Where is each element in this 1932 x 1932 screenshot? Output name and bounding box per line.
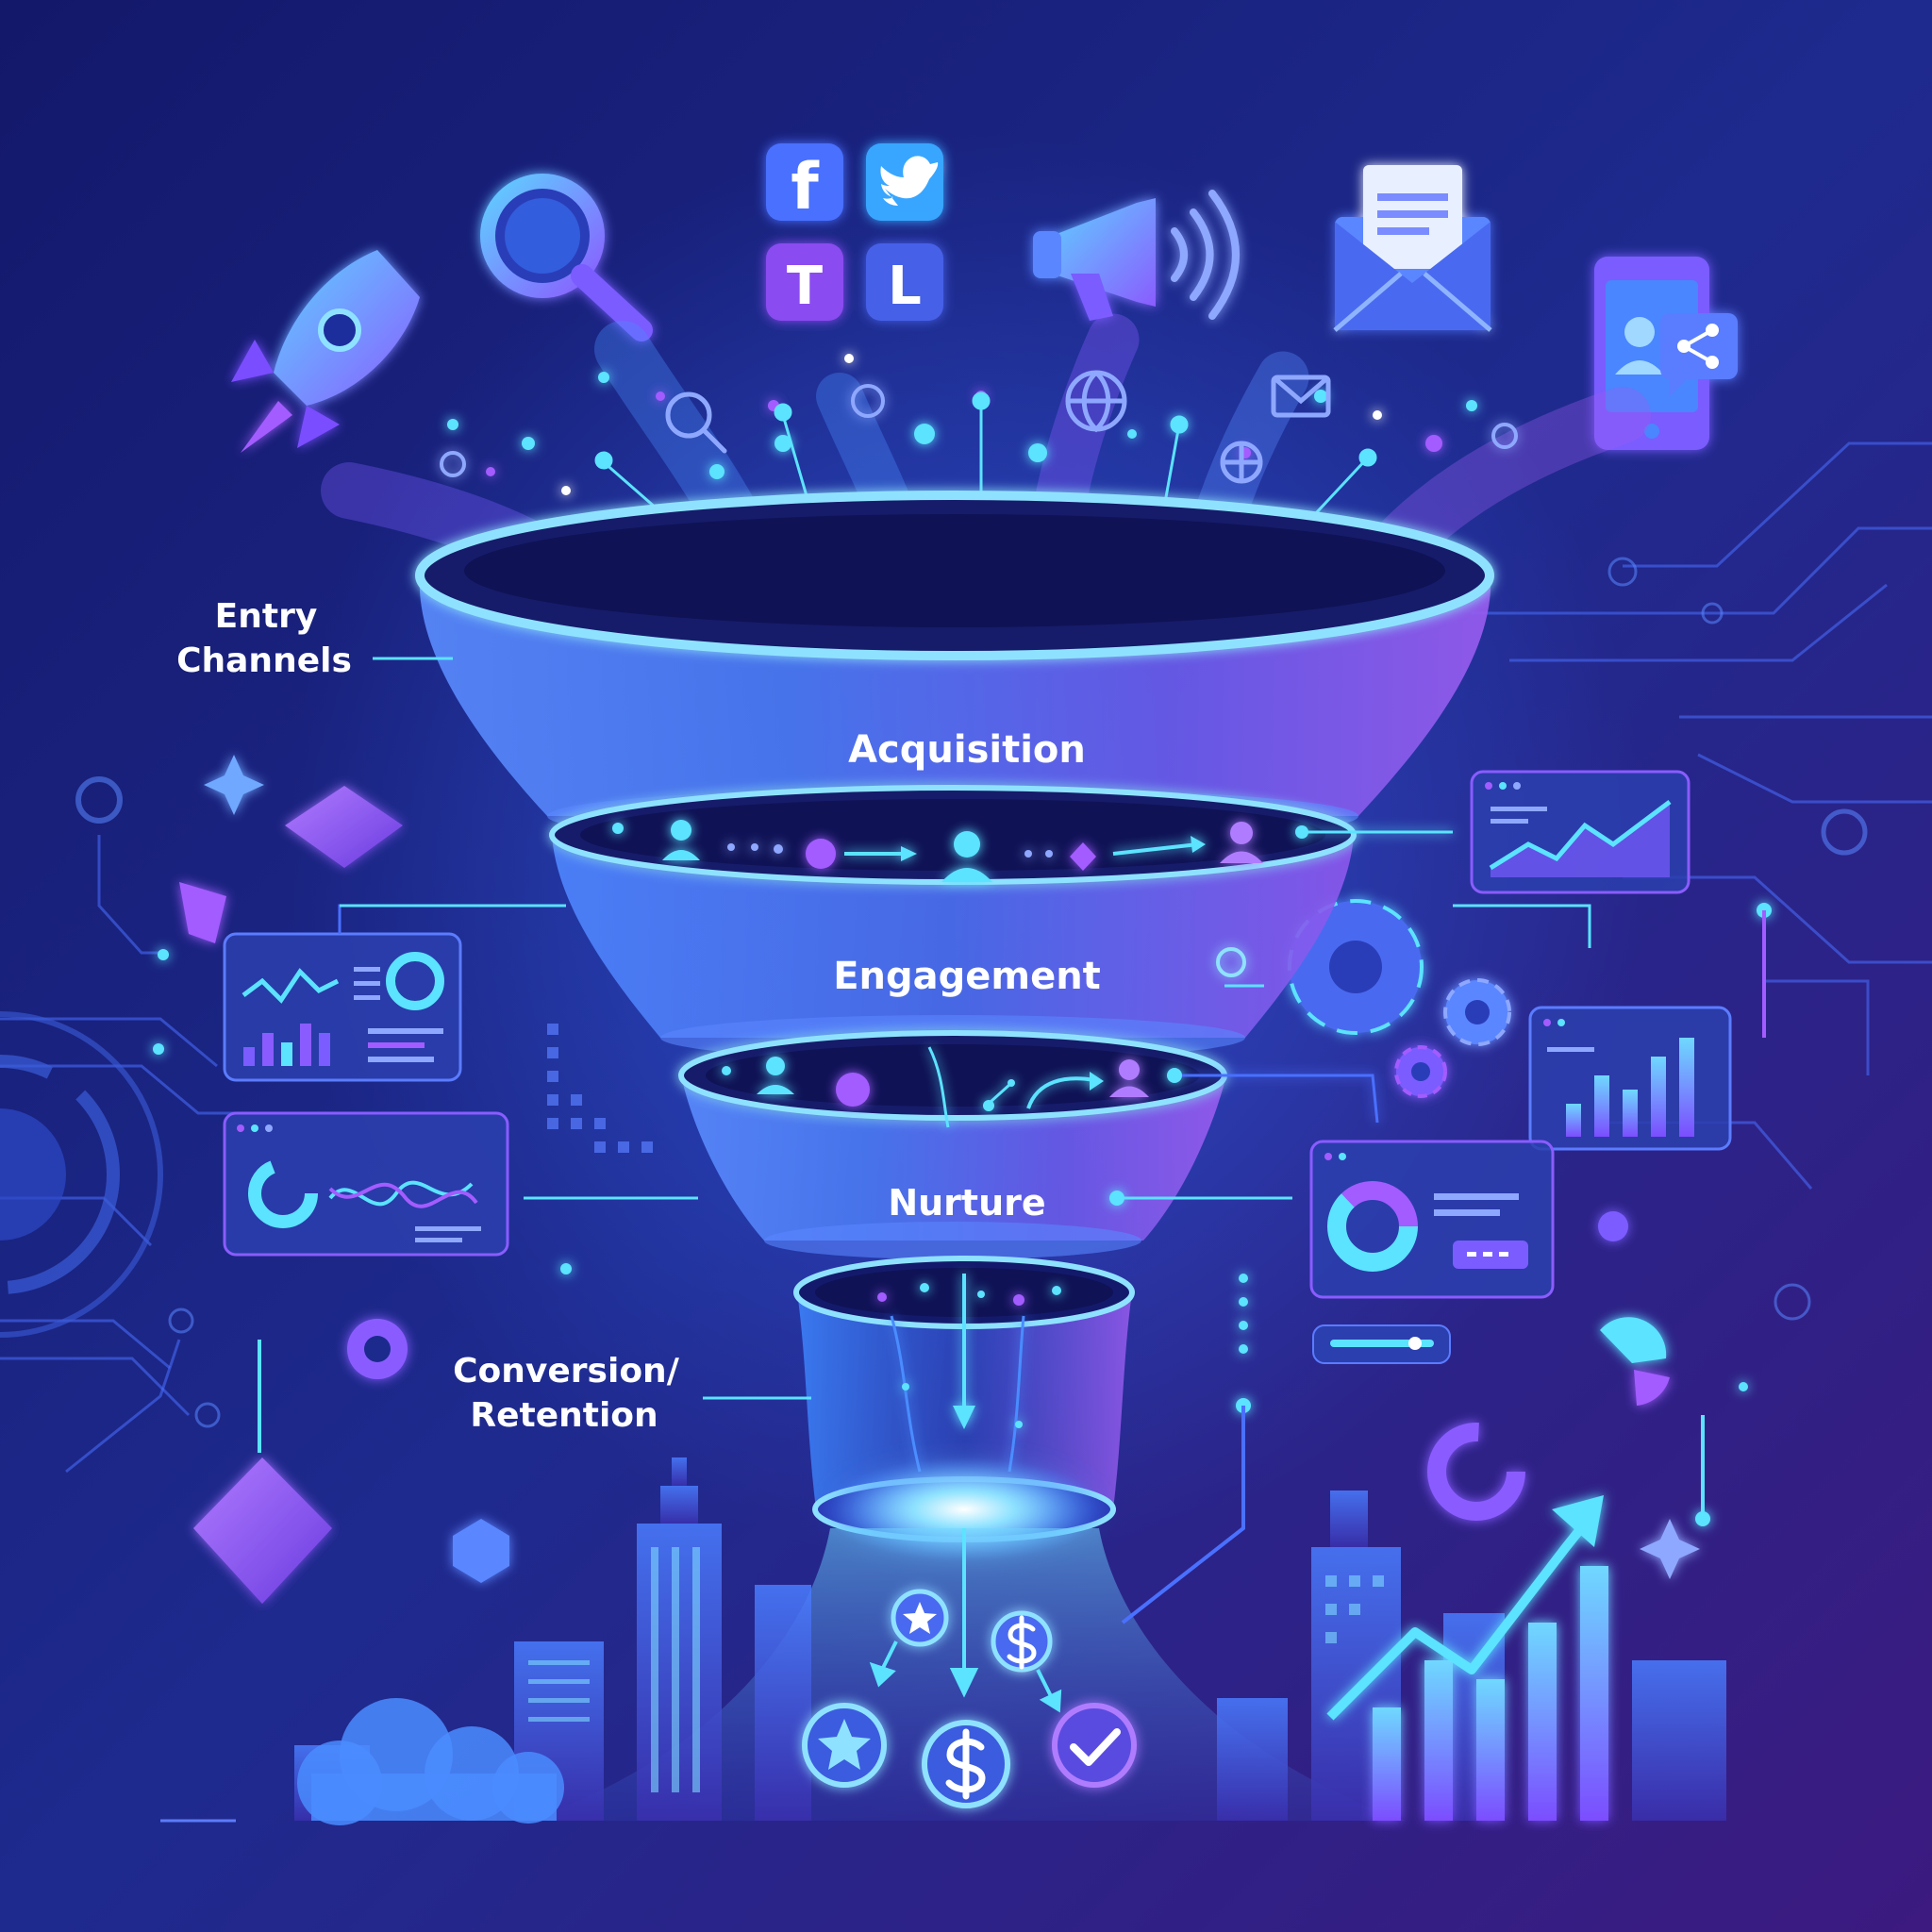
- star-coin-icon: [802, 1589, 949, 1788]
- dashboard-panel-right-2: [1528, 1006, 1732, 1151]
- megaphone-icon: [1033, 190, 1240, 321]
- social-tiles: f T L: [766, 143, 943, 321]
- l-social-icon: L: [866, 243, 943, 321]
- small-channel-icons: [665, 370, 1331, 484]
- slider-decoration: [1312, 1324, 1451, 1364]
- growth-chart: [1326, 1495, 1608, 1821]
- dashboard-panel-right-1: [1470, 770, 1690, 894]
- skyline-windows: [528, 1547, 1384, 1792]
- output-coins: [802, 1528, 1137, 1808]
- gear-icon: [1288, 899, 1511, 1098]
- output-arrows: [869, 1528, 1062, 1713]
- conversion-label-line1: Conversion/: [453, 1352, 680, 1391]
- check-coin-icon: [1052, 1703, 1137, 1788]
- conversion-label-line2: Retention: [470, 1396, 658, 1435]
- t-social-icon: T: [766, 243, 843, 321]
- twitter-icon: [866, 143, 943, 221]
- dashboard-panel-right-3: [1309, 1140, 1555, 1299]
- dollar-coin-icon: [922, 1610, 1053, 1808]
- vertical-glow-lines: [258, 910, 1766, 1624]
- entry-label-line1: Entry: [215, 597, 318, 636]
- nurture-flow-icons: [722, 1046, 1379, 1128]
- stage-label-nurture: Nurture: [888, 1182, 1045, 1224]
- pixel-grid-decor: [547, 1024, 653, 1153]
- dashboard-panel-left-2: [223, 1111, 509, 1257]
- cloud-shape: [297, 1698, 564, 1825]
- radar-graphic-left: [0, 1011, 163, 1338]
- stage-label-acquisition: Acquisition: [848, 728, 1086, 772]
- email-icon: [1333, 165, 1492, 332]
- t-tile-letter: T: [787, 256, 823, 317]
- mobile-share-icon: [1594, 257, 1738, 450]
- l-tile-letter: L: [888, 256, 922, 317]
- rocket-icon: [231, 250, 420, 453]
- funnel-band-engagement: [552, 835, 1354, 1038]
- decor-shapes: [179, 755, 1700, 1604]
- facebook-tile-letter: f: [791, 150, 820, 225]
- facebook-icon: f: [766, 143, 843, 225]
- funnel-band-nurture: [681, 1075, 1226, 1241]
- funnel: [415, 491, 1494, 1542]
- entry-label-line2: Channels: [176, 641, 352, 680]
- search-icon: [480, 174, 653, 341]
- tube-flow: [877, 1274, 1061, 1473]
- stage-label-engagement: Engagement: [833, 955, 1101, 998]
- label-connectors: [340, 657, 1591, 1400]
- dashboard-panel-left-1: [223, 932, 462, 1082]
